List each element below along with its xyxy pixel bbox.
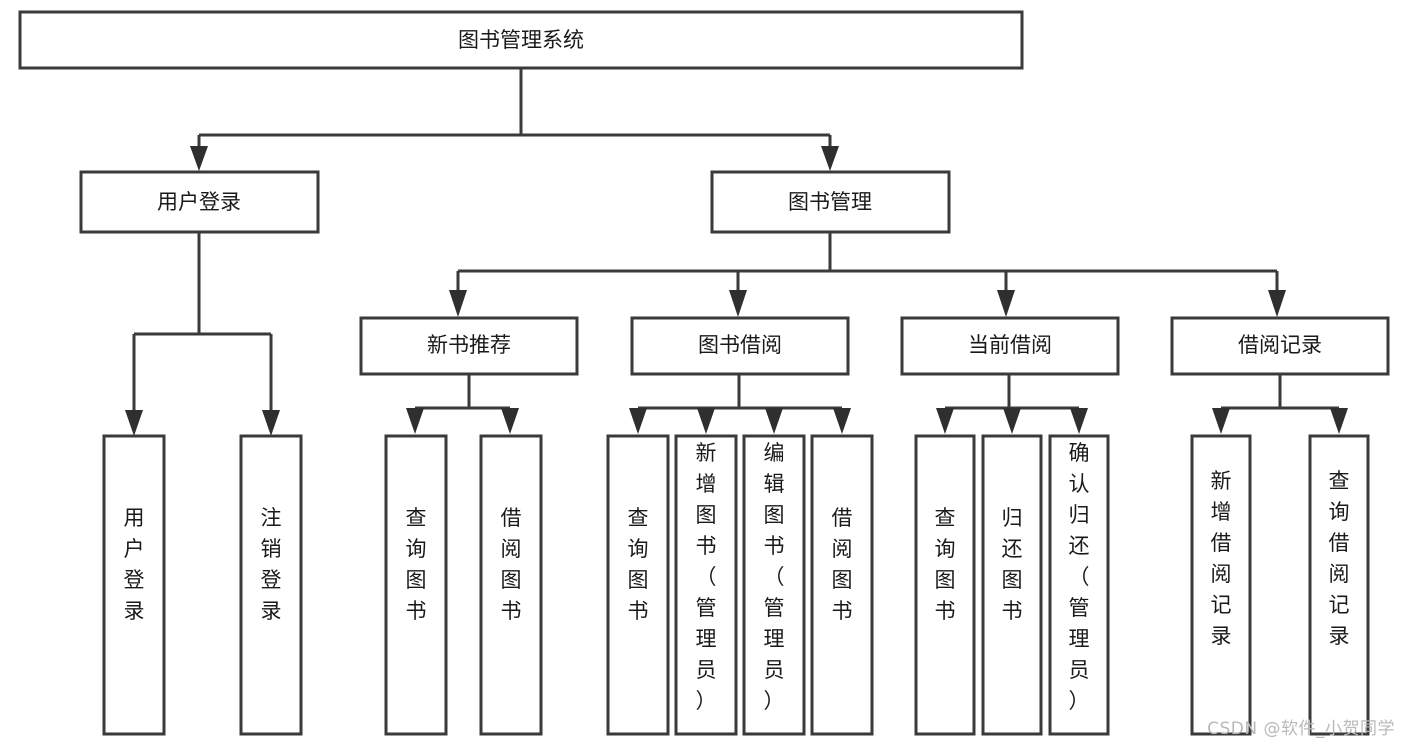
node-current-borrow-label: 当前借阅 bbox=[968, 333, 1052, 357]
leaf-borrow-record-1[interactable]: 新增借阅记录 bbox=[1190, 434, 1252, 736]
leaf-new-book-2[interactable]: 借阅图书 bbox=[479, 434, 543, 736]
arrow-head-newbook-2 bbox=[501, 408, 519, 434]
arrow-head-book-manage bbox=[821, 146, 839, 171]
leaf-book-borrow-3-box[interactable] bbox=[742, 434, 806, 736]
arrow-head-current-3 bbox=[1070, 408, 1088, 434]
leaf-current-borrow-3-box[interactable] bbox=[1048, 434, 1110, 736]
leaf-new-book-2-box[interactable] bbox=[479, 434, 543, 736]
node-new-book-recommend[interactable]: 新书推荐 bbox=[359, 316, 579, 376]
arrow-head-newbook-1 bbox=[406, 408, 424, 434]
node-book-manage[interactable]: 图书管理 bbox=[710, 170, 951, 234]
leaf-borrow-record-1-label: 新增借阅记录 bbox=[1211, 469, 1232, 648]
leaf-book-borrow-2[interactable]: 新增图书（管理员） bbox=[674, 434, 738, 736]
leaf-user-login-2-label: 注销登录 bbox=[261, 506, 282, 623]
arrow-head-user-login bbox=[190, 146, 208, 171]
leaf-book-borrow-1[interactable]: 查询图书 bbox=[606, 434, 670, 736]
leaf-borrow-record-2[interactable]: 查询借阅记录 bbox=[1308, 434, 1370, 736]
node-current-borrow-box[interactable] bbox=[900, 316, 1120, 376]
leaf-book-borrow-4-label: 借阅图书 bbox=[832, 506, 853, 623]
node-root-system[interactable]: 图书管理系统 bbox=[18, 10, 1024, 70]
leaf-book-borrow-1-box[interactable] bbox=[606, 434, 670, 736]
node-user-login-label: 用户登录 bbox=[157, 190, 241, 214]
arrow-head-borrow-2 bbox=[697, 408, 715, 434]
leaf-book-borrow-4-box[interactable] bbox=[810, 434, 874, 736]
node-user-login-box[interactable] bbox=[79, 170, 320, 234]
node-new-book-recommend-box[interactable] bbox=[359, 316, 579, 376]
leaf-new-book-1-box[interactable] bbox=[384, 434, 448, 736]
node-borrow-record-label: 借阅记录 bbox=[1238, 333, 1322, 357]
node-current-borrow[interactable]: 当前借阅 bbox=[900, 316, 1120, 376]
node-book-manage-box[interactable] bbox=[710, 170, 951, 234]
node-book-manage-label: 图书管理 bbox=[788, 190, 872, 214]
leaf-book-borrow-4[interactable]: 借阅图书 bbox=[810, 434, 874, 736]
leaf-current-borrow-1-box[interactable] bbox=[914, 434, 976, 736]
arrow-head-leaf-user-login-2 bbox=[262, 410, 280, 436]
arrow-head-level2-3 bbox=[997, 290, 1015, 317]
arrow-head-borrow-4 bbox=[833, 408, 851, 434]
arrow-head-current-1 bbox=[936, 408, 954, 434]
leaf-borrow-record-2-label: 查询借阅记录 bbox=[1329, 469, 1350, 648]
leaf-borrow-record-2-box[interactable] bbox=[1308, 434, 1370, 736]
node-book-borrow[interactable]: 图书借阅 bbox=[630, 316, 850, 376]
leaf-new-book-1-label: 查询图书 bbox=[406, 506, 427, 623]
arrow-head-level2-1 bbox=[449, 290, 467, 317]
node-book-borrow-box[interactable] bbox=[630, 316, 850, 376]
leaf-user-login-1[interactable]: 用户登录 bbox=[102, 434, 166, 736]
arrow-head-record-2 bbox=[1330, 408, 1348, 434]
leaf-current-borrow-1[interactable]: 查询图书 bbox=[914, 434, 976, 736]
arrow-head-borrow-1 bbox=[629, 408, 647, 434]
leaf-current-borrow-2[interactable]: 归还图书 bbox=[981, 434, 1043, 736]
leaf-current-borrow-3-label: 确认归还（管理员） bbox=[1069, 441, 1090, 713]
leaf-user-login-1-label: 用户登录 bbox=[124, 506, 145, 623]
arrow-head-borrow-3 bbox=[765, 408, 783, 434]
leaf-book-borrow-3-label: 编辑图书（管理员） bbox=[764, 441, 785, 713]
node-book-borrow-label: 图书借阅 bbox=[698, 333, 782, 357]
leaf-book-borrow-3[interactable]: 编辑图书（管理员） bbox=[742, 434, 806, 736]
node-root-box[interactable] bbox=[18, 10, 1024, 70]
leaf-book-borrow-1-label: 查询图书 bbox=[628, 506, 649, 623]
arrow-head-leaf-user-login-1 bbox=[125, 410, 143, 436]
arrow-head-level2-2 bbox=[729, 290, 747, 317]
arrow-head-level2-4 bbox=[1268, 290, 1286, 317]
leaf-book-borrow-2-label: 新增图书（管理员） bbox=[696, 441, 717, 713]
leaf-current-borrow-2-box[interactable] bbox=[981, 434, 1043, 736]
leaf-book-borrow-2-box[interactable] bbox=[674, 434, 738, 736]
leaf-current-borrow-1-label: 查询图书 bbox=[935, 506, 956, 623]
leaf-user-login-2-box[interactable] bbox=[239, 434, 303, 736]
leaf-user-login-1-box[interactable] bbox=[102, 434, 166, 736]
node-borrow-record[interactable]: 借阅记录 bbox=[1170, 316, 1390, 376]
node-new-book-recommend-label: 新书推荐 bbox=[427, 333, 511, 357]
leaf-borrow-record-1-box[interactable] bbox=[1190, 434, 1252, 736]
leaf-new-book-1[interactable]: 查询图书 bbox=[384, 434, 448, 736]
connector-layer bbox=[125, 68, 1348, 436]
leaf-current-borrow-2-label: 归还图书 bbox=[1002, 506, 1023, 623]
node-borrow-record-box[interactable] bbox=[1170, 316, 1390, 376]
leaf-user-login-2[interactable]: 注销登录 bbox=[239, 434, 303, 736]
arrow-head-current-2 bbox=[1003, 408, 1021, 434]
node-user-login[interactable]: 用户登录 bbox=[79, 170, 320, 234]
leaf-current-borrow-3[interactable]: 确认归还（管理员） bbox=[1048, 434, 1110, 736]
node-root-label: 图书管理系统 bbox=[458, 28, 584, 52]
arrow-head-record-1 bbox=[1212, 408, 1230, 434]
leaf-new-book-2-label: 借阅图书 bbox=[501, 506, 522, 623]
